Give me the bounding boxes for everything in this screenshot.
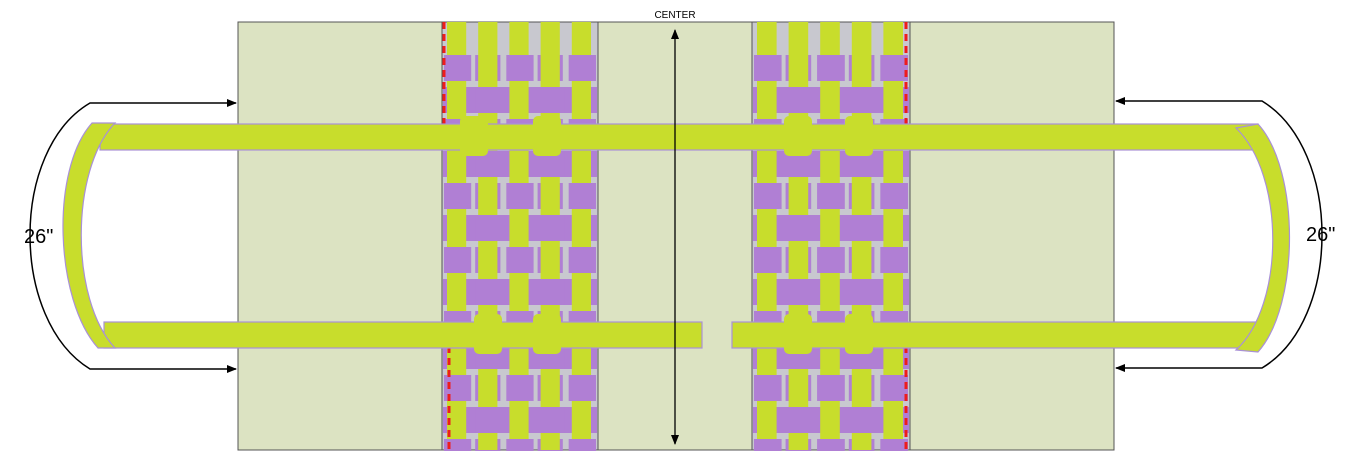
right-band-weave-over <box>817 375 845 401</box>
strap-crossing-3 <box>784 116 812 156</box>
right-band-weave-over <box>785 87 814 113</box>
right-band-weave-over <box>880 55 908 81</box>
panel-1 <box>237 21 443 451</box>
strap-crossing-6 <box>533 314 561 354</box>
left-band-weave-over <box>444 55 472 81</box>
right-band-weave-over <box>817 183 845 209</box>
right-band-weave-over <box>880 247 908 273</box>
left-band-weave-over <box>444 439 472 451</box>
right-band-weave-over <box>785 215 814 241</box>
strap-crossing-2 <box>533 116 561 156</box>
right-band-weave-over <box>785 407 814 433</box>
left-band-weave-over <box>475 215 503 241</box>
left-band-weave-over <box>537 215 565 241</box>
left-band-weave-over <box>568 375 596 401</box>
left-band-weave-over <box>475 407 503 433</box>
woven-band-left <box>441 21 599 451</box>
left-band-weave-over <box>475 279 503 305</box>
strap-crossing-4 <box>845 116 873 156</box>
right-band-weave-over <box>848 407 877 433</box>
left-curved-strap-end <box>62 122 117 349</box>
right-band-weave-over <box>754 183 782 209</box>
right-band-weave-over <box>817 439 845 451</box>
right-band-weave-over <box>848 279 877 305</box>
left-band-weave-over <box>568 439 596 451</box>
strap-crossing-1 <box>460 116 488 156</box>
right-band-weave-over <box>754 375 782 401</box>
left-band-weave-over <box>506 375 534 401</box>
woven-band-right <box>751 21 911 451</box>
right-band-weave-over <box>785 279 814 305</box>
right-band-weave-over <box>880 439 908 451</box>
left-band-weave-over <box>506 247 534 273</box>
panel-3 <box>909 21 1115 451</box>
left-band-weave-over <box>537 87 565 113</box>
left-band-weave-over <box>475 87 503 113</box>
right-band-weave-over <box>754 247 782 273</box>
right-band-weave-over <box>880 183 908 209</box>
cut-lines <box>442 22 908 450</box>
measure-right-label: 26" <box>1306 224 1335 246</box>
strap-crossing-7 <box>784 314 812 354</box>
left-arc-arrow-icon <box>29 99 237 373</box>
right-band-weave-over <box>848 87 877 113</box>
left-band-weave-over <box>444 247 472 273</box>
right-arc-arrow-icon <box>1115 97 1323 372</box>
right-band-weave-over <box>848 215 877 241</box>
left-band-weave-over <box>568 55 596 81</box>
straps <box>62 116 1290 354</box>
left-band-weave-over <box>506 439 534 451</box>
bottom-strap-left <box>103 321 703 349</box>
right-band-weave-over <box>880 375 908 401</box>
measure-left-label: 26" <box>24 226 53 248</box>
strap-crossing-5 <box>474 314 502 354</box>
left-band-weave-over <box>506 183 534 209</box>
right-band-weave-over <box>817 55 845 81</box>
right-band-weave-over <box>817 247 845 273</box>
right-curved-strap-end <box>1234 123 1290 353</box>
left-band-weave-over <box>537 407 565 433</box>
left-band-weave-over <box>444 183 472 209</box>
right-band-weave-over <box>754 439 782 451</box>
top-strap <box>99 123 1259 151</box>
left-band-weave-over <box>537 279 565 305</box>
center-label: CENTER <box>654 10 695 21</box>
left-band-weave-over <box>568 183 596 209</box>
right-band-weave-over <box>754 55 782 81</box>
left-band-weave-over <box>506 55 534 81</box>
background-panels <box>237 21 1115 451</box>
strap-crossing-8 <box>845 314 873 354</box>
bottom-strap-right <box>731 321 1257 349</box>
left-band-weave-over <box>568 247 596 273</box>
